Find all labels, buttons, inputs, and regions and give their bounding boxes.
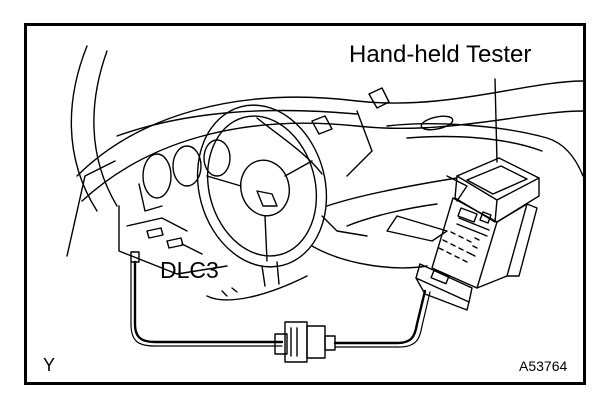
dashboard-outline xyxy=(76,80,583,202)
dlc3-leader-line xyxy=(181,243,203,255)
dlc3-cable-edge xyxy=(130,261,283,347)
tester-cable xyxy=(333,289,427,345)
tester-cable-edge xyxy=(334,291,431,348)
tester-leader-line xyxy=(494,78,498,163)
steering-wheel xyxy=(196,104,328,287)
windshield-pillar xyxy=(66,45,118,257)
lower-dash-panel xyxy=(118,175,468,301)
tester-label: Hand-held Tester xyxy=(349,41,532,68)
cable-adapter xyxy=(274,321,336,363)
illustration xyxy=(66,45,583,363)
trim-mark xyxy=(231,287,238,293)
dlc3-cable xyxy=(133,260,284,344)
view-code-label: Y xyxy=(43,355,56,375)
diagram-frame: Hand-held Tester DLC3 Y A53764 xyxy=(24,23,586,385)
hand-held-tester xyxy=(415,157,540,311)
figure-id-label: A53764 xyxy=(519,358,568,374)
instrument-cluster xyxy=(138,139,231,212)
dlc3-label: DLC3 xyxy=(160,257,219,283)
